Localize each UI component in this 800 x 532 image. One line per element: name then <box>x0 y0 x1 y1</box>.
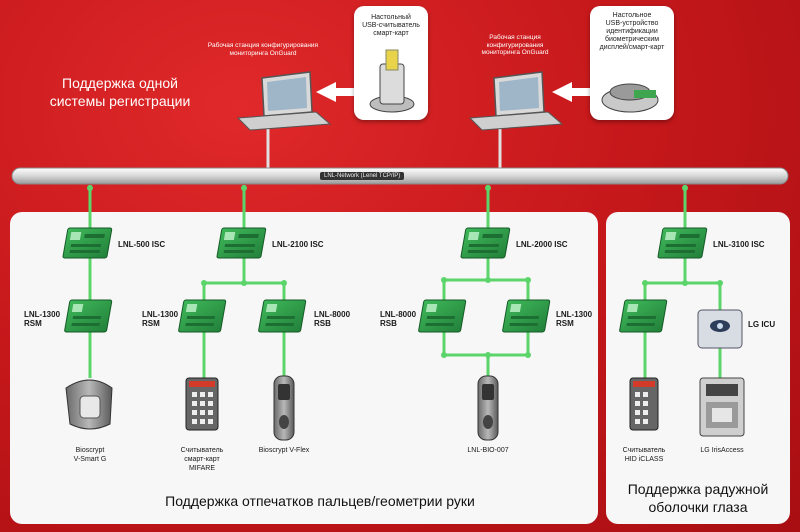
workstation-right-label: Рабочая станция конфигурирования монитор… <box>460 34 570 57</box>
network-bus-label: LNL-Network (Lenel TCP/IP) <box>320 172 405 180</box>
controller-label: LNL-3100 ISC <box>713 240 765 249</box>
workstation-left-line: Рабочая станция конфигурирования <box>207 42 319 49</box>
module-label-line: RSB <box>314 319 331 328</box>
headline-single-registration: Поддержка одной системы регистрации <box>30 74 210 110</box>
laptop-left-icon <box>236 71 332 131</box>
device-vflex-icon <box>273 375 295 441</box>
workstation-right-line: Рабочая станция <box>489 34 541 41</box>
device-label-line: Bioscrypt V-Flex <box>258 447 310 454</box>
workstation-links <box>266 128 502 168</box>
workstation-right-line: конфигурирования <box>486 41 544 49</box>
workstation-left-label: Рабочая станция конфигурирования монитор… <box>188 42 338 57</box>
callout-right-line: Настольное <box>612 12 652 19</box>
controller-boards <box>62 227 708 259</box>
module-boards <box>64 299 668 333</box>
callout-left-line: Настольный <box>371 14 411 21</box>
device-label-line: Считыватель <box>622 447 666 454</box>
footer-iris: Поддержка радужной оболочки глаза <box>606 480 790 516</box>
headline-line: системы регистрации <box>49 93 191 109</box>
device-label-line: LNL-BIO-007 <box>467 447 509 454</box>
device-hid-iclass-icon <box>629 377 659 431</box>
footer-fingerprint: Поддержка отпечатков пальцев/геометрии р… <box>165 493 475 509</box>
device-label-line: MIFARE <box>188 465 216 472</box>
callout-right-line: дисплей/смарт-карт <box>599 44 665 51</box>
device-label-line: Bioscrypt <box>75 447 105 454</box>
callout-left-line: USB-считыватель <box>362 22 420 29</box>
module-label: LNL-1300 RSM <box>556 310 592 328</box>
module-label: LNL-8000 RSB <box>380 310 416 328</box>
module-label-line: RSM <box>142 319 160 328</box>
workstation-right-line: мониторинга OnGuard <box>481 49 549 56</box>
controller-label: LNL-2100 ISC <box>272 240 324 249</box>
controller-label: LNL-500 ISC <box>118 240 166 249</box>
device-label-line: LG ICU <box>748 320 776 329</box>
module-label-line: RSM <box>556 319 574 328</box>
module-label-line: LNL-1300 <box>142 310 179 319</box>
footer-iris-line: оболочки глаза <box>648 499 748 515</box>
callout-left-line: смарт-карт <box>373 30 409 37</box>
footer-iris-line: Поддержка радужной <box>627 481 769 497</box>
device-label: LG IrisAccess <box>684 446 760 455</box>
module-label-line: RSB <box>380 319 397 328</box>
green-links <box>88 185 722 378</box>
device-mifare-reader-icon <box>185 377 219 431</box>
module-label-line: RSM <box>24 319 42 328</box>
device-lnl-bio-icon <box>477 375 499 441</box>
callout-right-line: биометрическим <box>604 36 660 43</box>
callout-left: Настольный USB-считыватель смарт-карт <box>354 6 428 120</box>
panel-fingerprint <box>10 212 598 524</box>
device-label-line: LG IrisAccess <box>700 447 744 454</box>
callout-right-line: USB-устройство <box>605 20 659 27</box>
module-label: LG ICU <box>748 320 775 329</box>
device-bioscrypt-vsmart-icon <box>65 379 113 430</box>
arrows <box>316 82 596 102</box>
module-label-line: LNL-8000 <box>380 310 417 319</box>
device-label: Считыватель HID iCLASS <box>604 446 684 464</box>
junction-dots <box>87 185 723 358</box>
controller-label: LNL-2000 ISC <box>516 240 568 249</box>
device-lg-icu-icon <box>697 309 743 349</box>
device-label: Bioscrypt V-Smart G <box>54 446 126 464</box>
device-label: LNL-BIO-007 <box>448 446 528 455</box>
device-label-line: Считыватель <box>180 447 224 454</box>
laptop-right-icon <box>468 71 564 131</box>
device-lg-iris-icon <box>699 377 745 437</box>
panel-iris <box>606 212 790 524</box>
module-label: LNL-8000 RSB <box>314 310 350 328</box>
arrow-left-icon <box>316 82 366 102</box>
module-label-line: LNL-1300 <box>24 310 61 319</box>
module-label-line: LNL-8000 <box>314 310 351 319</box>
module-label: LNL-1300 RSM <box>24 310 60 328</box>
device-label-line: HID iCLASS <box>624 456 664 463</box>
workstation-left-line: мониторинга OnGuard <box>229 49 297 57</box>
arrow-right-icon <box>552 82 596 102</box>
device-label: Считыватель смарт-карт MIFARE <box>162 446 242 473</box>
headline-line: Поддержка одной <box>62 75 178 91</box>
module-label: LNL-1300 RSM <box>142 310 178 328</box>
callout-right-line: идентификации <box>606 28 658 35</box>
module-label-line: LNL-1300 <box>556 310 593 319</box>
callout-right: Настольное USB-устройство идентификации … <box>590 6 674 120</box>
device-label-line: V-Smart G <box>73 456 107 463</box>
device-label-line: смарт-карт <box>184 456 220 463</box>
device-label: Bioscrypt V-Flex <box>244 446 324 455</box>
